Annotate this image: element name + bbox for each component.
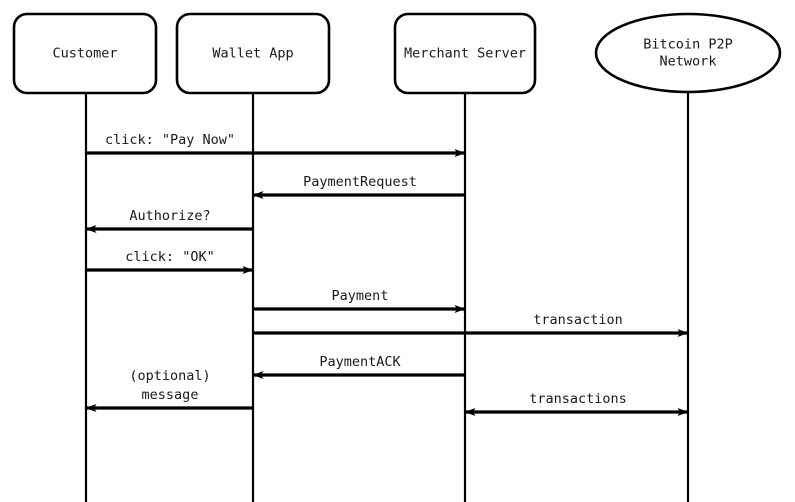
- participant-shape-rect-customer[interactable]: [12, 12, 158, 95]
- participant-label-wallet: Wallet App: [212, 46, 293, 62]
- message-msg-authorize[interactable]: Authorize?: [85, 208, 253, 233]
- message-msg-optional-message[interactable]: (optional) message: [85, 368, 253, 412]
- message-msg-click-ok[interactable]: click: "OK": [86, 249, 254, 274]
- message-msg-click-pay-now[interactable]: click: "Pay Now": [86, 132, 466, 157]
- participant-shape-rect-merchant[interactable]: [393, 12, 537, 95]
- participant-merchant[interactable]: Merchant Server: [393, 12, 537, 95]
- message-msg-payment[interactable]: Payment: [253, 288, 466, 313]
- participant-label-merchant: Merchant Server: [404, 46, 526, 62]
- message-label-msg-payment-ack: PaymentACK: [319, 354, 401, 370]
- message-msg-payment-ack[interactable]: PaymentACK: [252, 354, 465, 379]
- participant-wallet[interactable]: Wallet App: [175, 12, 331, 95]
- participant-label-network: Bitcoin P2P: [643, 37, 732, 53]
- message-label-msg-click-ok: click: "OK": [125, 249, 214, 265]
- message-label-msg-payment-request: PaymentRequest: [303, 174, 417, 190]
- participant-customer[interactable]: Customer: [12, 12, 158, 95]
- participants-layer: Customer Wallet App Merchant Server Bitcoin…: [12, 12, 782, 95]
- messages-layer: click: "Pay Now" PaymentRequestAuthorize?…: [85, 132, 689, 416]
- message-label-msg-transaction: transaction: [533, 312, 622, 328]
- participant-shape-rect-wallet[interactable]: [175, 12, 331, 95]
- participant-label-customer: Customer: [52, 46, 117, 62]
- message-label-msg-optional-message: message: [142, 387, 199, 403]
- message-msg-transaction[interactable]: transaction: [253, 312, 689, 337]
- message-label-msg-click-pay-now: click: "Pay Now": [105, 132, 235, 148]
- participant-shape-ellipse-network[interactable]: [594, 12, 782, 94]
- message-msg-transactions[interactable]: transactions: [464, 391, 689, 416]
- message-label-msg-transactions: transactions: [529, 391, 627, 407]
- message-label-msg-authorize: Authorize?: [129, 208, 210, 224]
- message-msg-payment-request[interactable]: PaymentRequest: [252, 174, 465, 199]
- message-label-msg-optional-message: (optional): [129, 368, 210, 384]
- participant-label-network: Network: [660, 54, 717, 70]
- lifelines-layer: [84, 92, 690, 502]
- message-label-msg-payment: Payment: [332, 288, 389, 304]
